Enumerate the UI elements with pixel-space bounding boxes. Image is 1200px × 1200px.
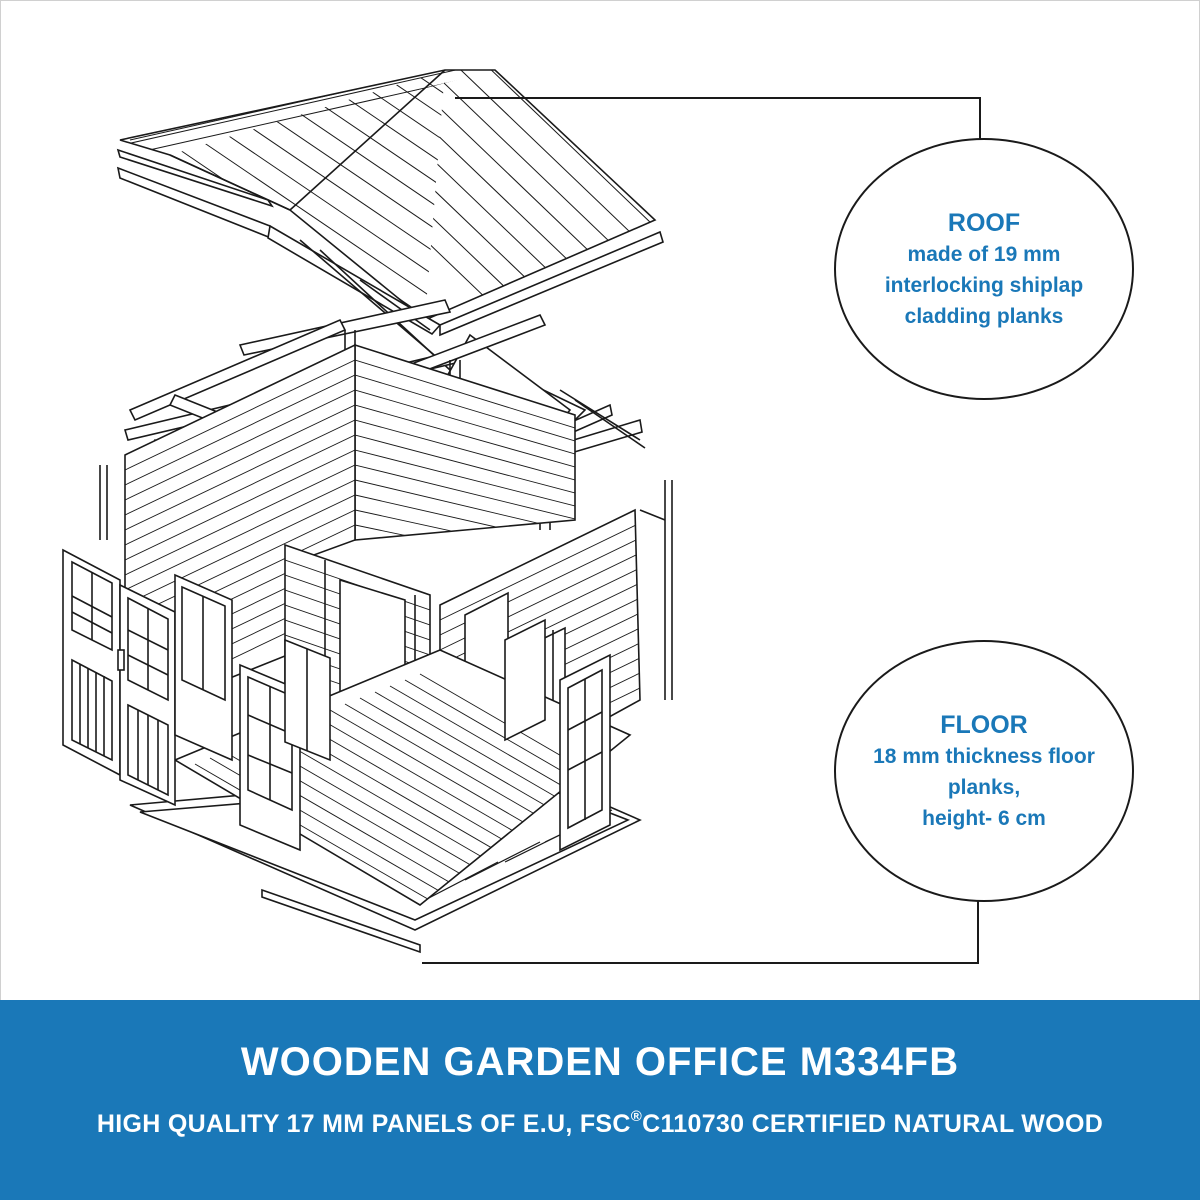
floor-callout-line: height- 6 cm (922, 806, 1046, 830)
product-banner: WOODEN GARDEN OFFICE M334FB HIGH QUALITY… (0, 1000, 1200, 1200)
roof-callout-line: interlocking shiplap (884, 273, 1084, 297)
subtitle-text-before: HIGH QUALITY 17 MM PANELS OF E.U, FSC (96, 1110, 631, 1138)
exploded-building-diagram (62, 69, 981, 964)
registered-mark: ® (630, 1108, 643, 1125)
subtitle-text-after: C110730 CERTIFIED NATURAL WOOD (642, 1110, 1104, 1138)
roof-callout-line: made of 19 mm (907, 242, 1061, 266)
product-subtitle: HIGH QUALITY 17 MM PANELS OF E.U, FSC®C1… (0, 1108, 1200, 1139)
floor-callout-line: planks, (947, 775, 1021, 799)
floor-callout-heading: FLOOR (940, 710, 1028, 739)
doors-and-windows (62, 548, 611, 852)
callout-leader-lines (422, 97, 981, 964)
roof-callout-line: cladding planks (904, 304, 1064, 328)
roof-callout: ROOF made of 19 mm interlocking shiplap … (834, 138, 1134, 400)
floor-callout-line: 18 mm thickness floor (873, 744, 1095, 768)
product-title: WOODEN GARDEN OFFICE M334FB (240, 1040, 960, 1084)
floor-callout: FLOOR 18 mm thickness floor planks, heig… (834, 640, 1134, 902)
roof-callout-heading: ROOF (947, 208, 1021, 237)
